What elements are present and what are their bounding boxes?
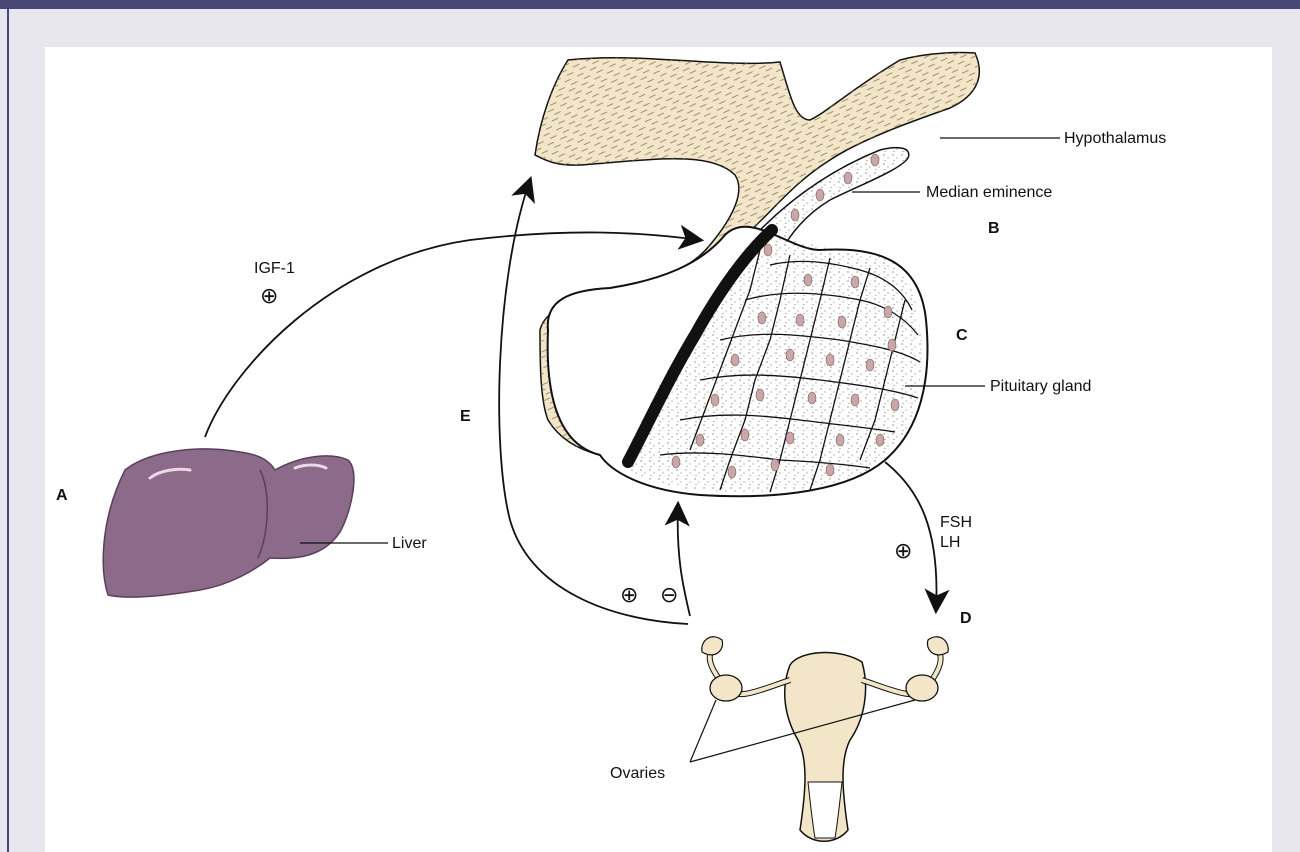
sign-ovary-minus: ⊖ <box>660 583 678 608</box>
marker-c: C <box>956 327 968 344</box>
leader-ovary-left <box>690 700 716 762</box>
arrow-ovary-to-pituitary <box>678 505 690 616</box>
uterus-shape <box>702 637 948 841</box>
marker-e: E <box>460 408 471 425</box>
label-hypothalamus: Hypothalamus <box>1064 130 1166 147</box>
label-fsh: FSH <box>940 514 972 531</box>
left-ovary <box>710 675 742 701</box>
arrow-pituitary-to-ovary <box>885 462 937 610</box>
label-median-eminence: Median eminence <box>926 184 1052 201</box>
sign-fsh-plus: ⊕ <box>894 539 912 564</box>
sign-igf-plus: ⊕ <box>260 284 278 309</box>
marker-a: A <box>56 487 68 504</box>
pituitary-shape <box>548 227 928 496</box>
label-liver: Liver <box>392 535 427 552</box>
sign-ovary-plus: ⊕ <box>620 583 638 608</box>
right-ovary <box>906 675 938 701</box>
label-igf1: IGF-1 <box>254 260 295 277</box>
label-lh: LH <box>940 534 960 551</box>
marker-d: D <box>960 610 972 627</box>
marker-b: B <box>988 220 1000 237</box>
liver-shape <box>103 449 354 597</box>
label-pituitary-gland: Pituitary gland <box>990 378 1091 395</box>
label-ovaries: Ovaries <box>610 765 665 782</box>
